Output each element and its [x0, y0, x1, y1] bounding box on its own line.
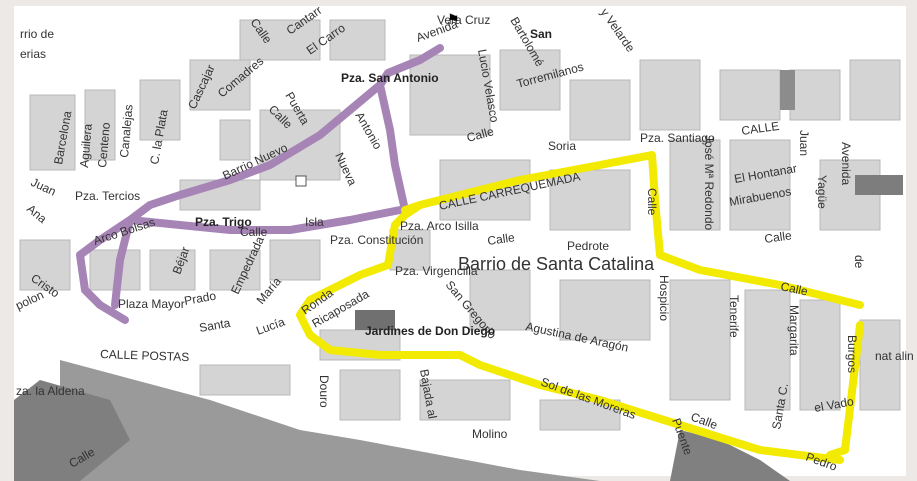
- label-jardines: Jardines de Don Diego: [365, 324, 495, 338]
- label-yague: Yagüe: [815, 175, 829, 209]
- label-de: de: [852, 255, 866, 269]
- label-burgos: Burgos: [845, 335, 859, 373]
- river-bank: [14, 380, 130, 481]
- label-calle-5: Calle: [240, 225, 268, 239]
- label-pza-trigo: Pza. Trigo: [195, 215, 252, 229]
- label-molino: Molino: [472, 427, 508, 441]
- label-aguilera: Aguilera: [77, 123, 95, 168]
- district-title: Barrio de Santa Catalina: [458, 254, 655, 274]
- dark-block-2: [855, 175, 903, 195]
- label-pza-arco-isilla: Pza. Arco Isilla: [400, 219, 479, 233]
- label-pza-tercios: Pza. Tercios: [75, 189, 140, 203]
- city-blocks: [19, 19, 901, 431]
- label-tenerife: Tenerife: [727, 295, 741, 338]
- label-pza-san-antonio: Pza. San Antonio: [341, 71, 439, 85]
- label-centeno: Centeno: [95, 122, 113, 169]
- label-margarita: Margarita: [787, 305, 801, 356]
- label-vera-cruz: Vera Cruz: [437, 13, 490, 27]
- plaza-marker: [295, 175, 307, 187]
- label-santa: Santa: [198, 316, 232, 335]
- label-morerias: erias: [20, 47, 46, 61]
- river: [60, 360, 600, 481]
- label-pza-la-alameda: za. la Aldena: [16, 384, 85, 398]
- label-calle-4: Calle: [779, 279, 809, 298]
- label-avenida-right: Avenida: [839, 142, 853, 185]
- yellow-route: [296, 151, 864, 464]
- label-isla: Isla: [305, 215, 324, 229]
- label-calle-3: Calle: [763, 228, 792, 246]
- label-ynat-alin: nat alin: [875, 349, 914, 363]
- label-prado: Prado: [183, 289, 217, 308]
- label-calle-postas: CALLE POSTAS: [100, 347, 190, 364]
- label-pza-santiago: Pza. Santiago: [640, 131, 715, 145]
- label-calle-1: Calle: [465, 124, 495, 145]
- jardines-block: [355, 310, 395, 330]
- label-juan: Juan: [797, 130, 811, 156]
- label-canalejas: Canalejas: [117, 104, 136, 158]
- label-calle-top-right: CALLE: [740, 119, 780, 138]
- purple-route: [76, 44, 444, 324]
- label-plaza-mayor: Plaza Mayor: [118, 297, 185, 311]
- label-san: San: [530, 27, 552, 41]
- label-el-vado: el Vado: [813, 394, 855, 415]
- label-douro: Douro: [317, 375, 331, 408]
- label-pza-constitucion: Pza. Constitución: [330, 233, 423, 247]
- label-hospicio: Hospicio: [657, 275, 671, 321]
- label-pedrote: Pedrote: [567, 239, 609, 253]
- label-jose-m-redondo: José Mª Redondo: [702, 135, 716, 230]
- label-calle-2: Calle: [486, 230, 515, 248]
- label-soria: Soria: [548, 139, 576, 153]
- dark-block-1: [780, 70, 795, 110]
- church-icon: ⚑: [447, 11, 460, 27]
- label-barrio-de: rrio de: [20, 27, 54, 41]
- river-east: [670, 430, 790, 481]
- label-calle-vert-right: Calle: [645, 188, 659, 216]
- label-pza-vergencilla: Pza. Virgencilla: [395, 264, 478, 278]
